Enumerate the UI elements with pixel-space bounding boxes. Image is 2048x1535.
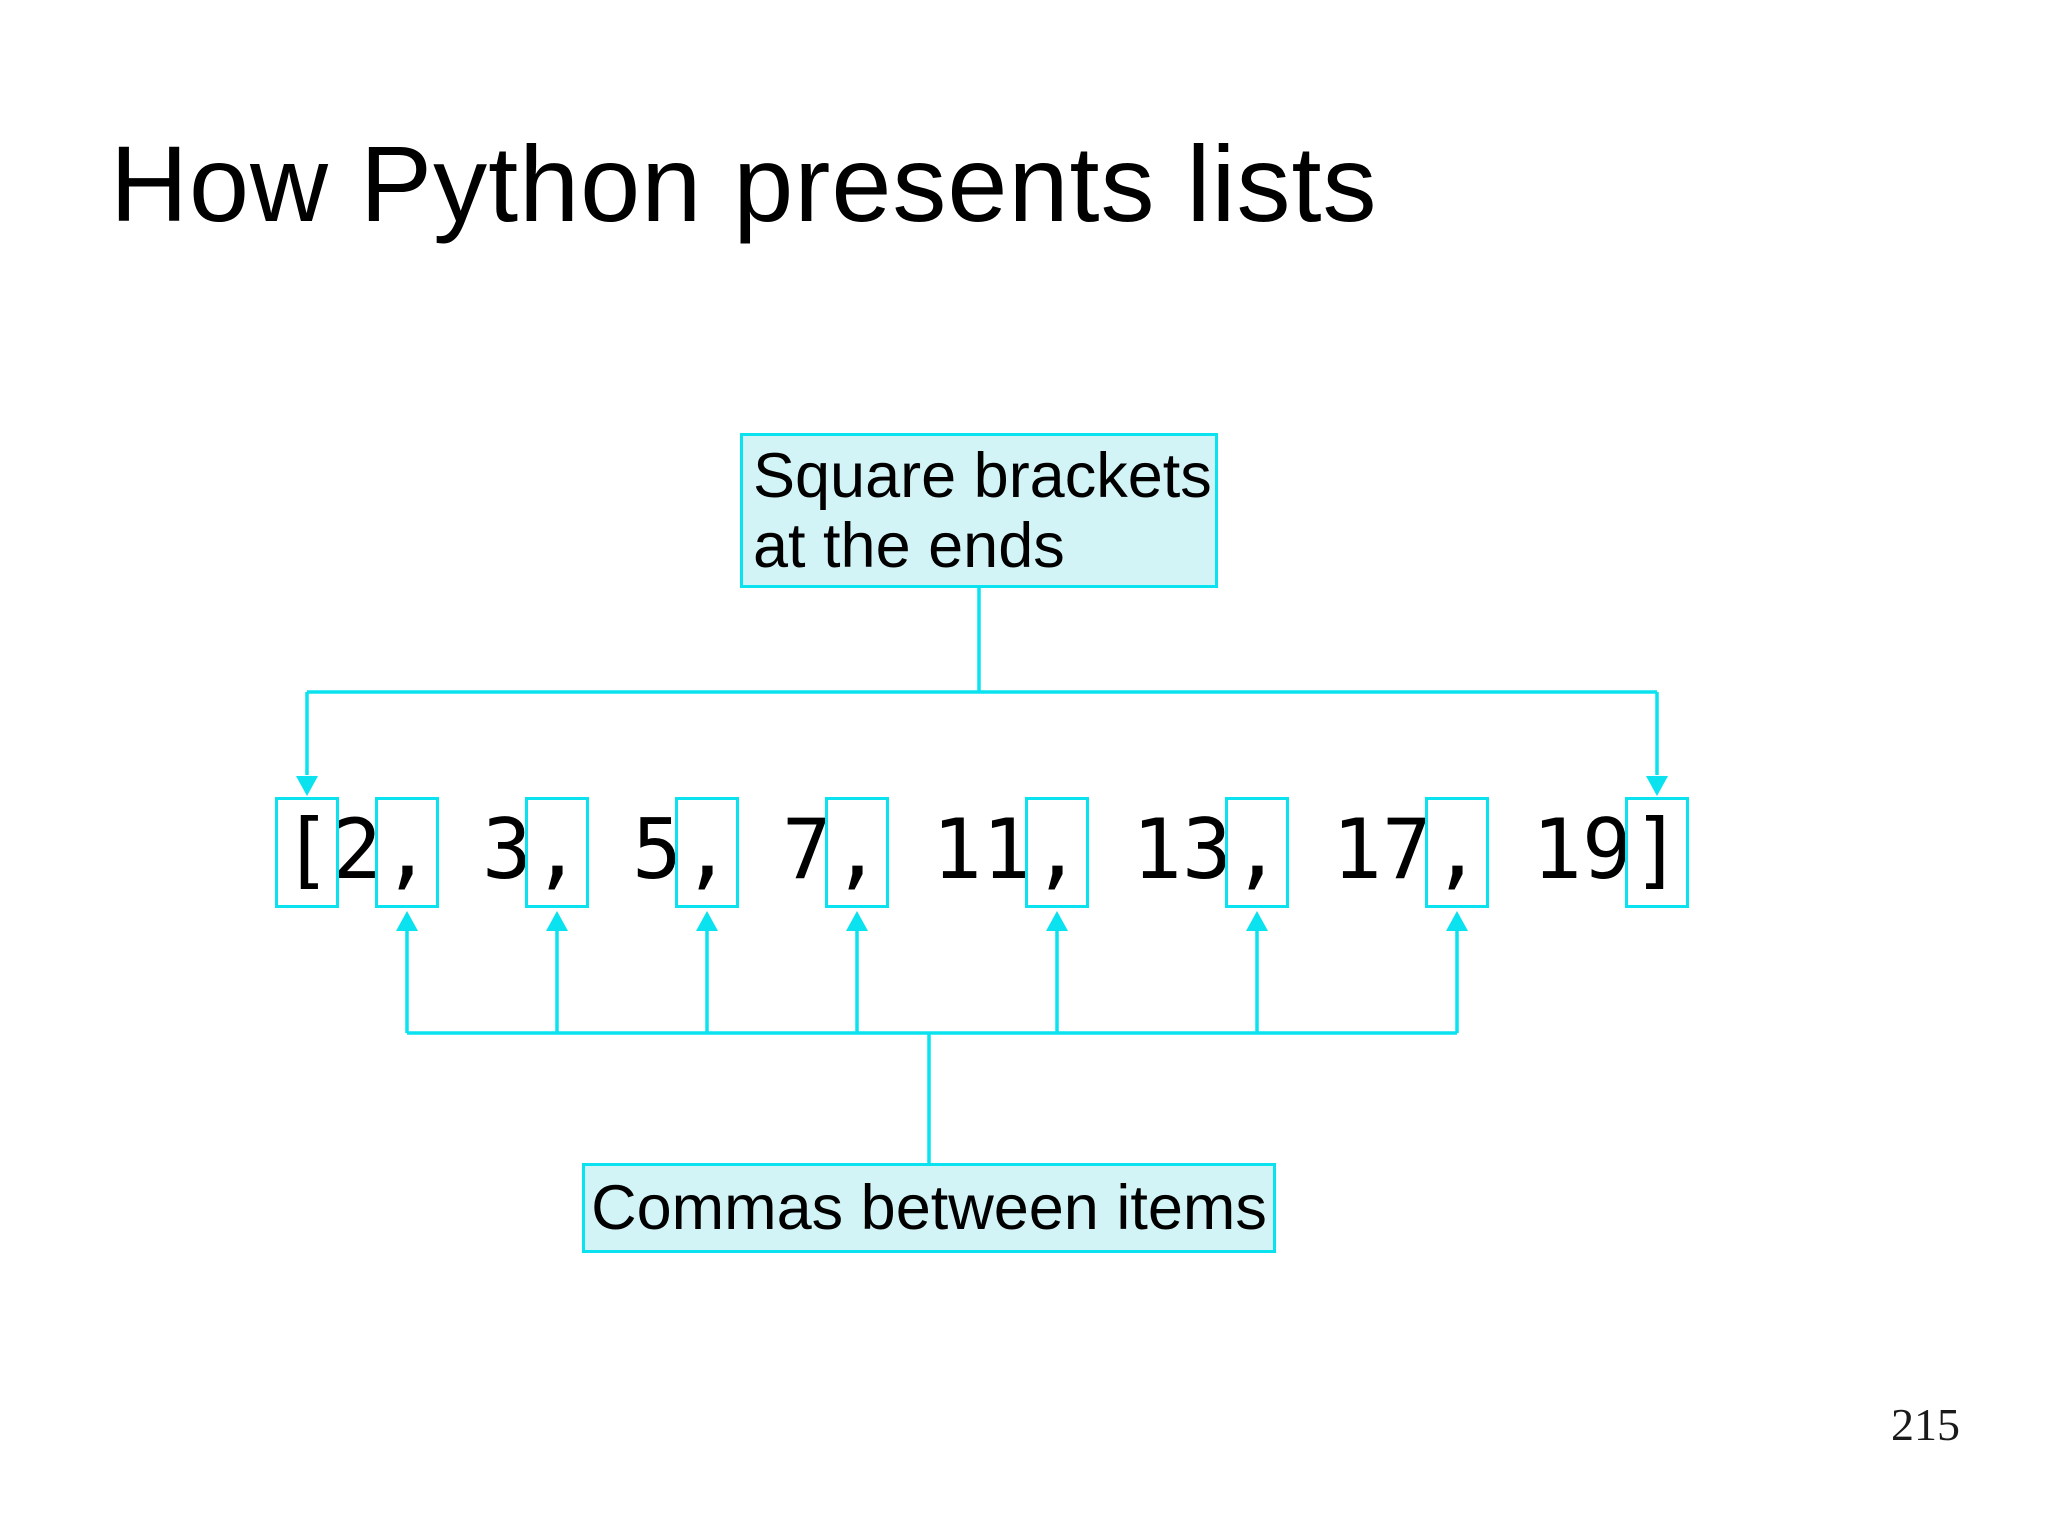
list-char: 5 bbox=[632, 801, 682, 898]
list-char: ] bbox=[1632, 801, 1682, 898]
list-char bbox=[582, 795, 632, 905]
arrowhead-down-icon bbox=[296, 776, 318, 796]
callout-square-brackets-label-line2: at the ends bbox=[753, 511, 1065, 581]
arrowhead-up-icon bbox=[846, 911, 868, 931]
arrowhead-up-icon bbox=[1046, 911, 1068, 931]
comma-highlight-box bbox=[825, 797, 889, 908]
arrowhead-up-icon bbox=[1246, 911, 1268, 931]
list-char: , bbox=[1432, 801, 1482, 898]
list-char bbox=[1082, 795, 1132, 905]
list-char: 7 bbox=[782, 801, 832, 898]
list-char: , bbox=[382, 801, 432, 898]
list-char: , bbox=[832, 801, 882, 898]
page-title: How Python presents lists bbox=[110, 123, 1378, 244]
comma-highlight-box bbox=[525, 797, 589, 908]
arrowhead-up-icon bbox=[546, 911, 568, 931]
list-char bbox=[1282, 795, 1332, 905]
list-char: , bbox=[1232, 801, 1282, 898]
comma-highlight-box bbox=[1425, 797, 1489, 908]
list-char: 1 bbox=[982, 801, 1032, 898]
arrowhead-up-icon bbox=[396, 911, 418, 931]
list-char bbox=[1482, 795, 1532, 905]
list-char: 9 bbox=[1582, 801, 1632, 898]
list-char: , bbox=[682, 801, 732, 898]
list-char bbox=[432, 795, 482, 905]
list-char: 1 bbox=[932, 801, 982, 898]
list-char: [ bbox=[282, 801, 332, 898]
callout-square-brackets-label-line1: Square brackets bbox=[753, 441, 1212, 511]
list-char: 2 bbox=[332, 801, 382, 898]
comma-highlight-box bbox=[1025, 797, 1089, 908]
list-char: 1 bbox=[1132, 801, 1182, 898]
list-char: , bbox=[532, 801, 582, 898]
comma-highlight-box bbox=[375, 797, 439, 908]
list-char: 3 bbox=[1182, 801, 1232, 898]
bracket-highlight-box bbox=[275, 797, 339, 908]
callout-commas: Commas between items bbox=[582, 1163, 1276, 1253]
bracket-highlight-box bbox=[1625, 797, 1689, 908]
list-char: 1 bbox=[1532, 801, 1582, 898]
arrowhead-down-icon bbox=[1646, 776, 1668, 796]
list-char: 3 bbox=[482, 801, 532, 898]
callout-commas-label: Commas between items bbox=[591, 1173, 1267, 1243]
page-number: 215 bbox=[1891, 1399, 1960, 1450]
arrowhead-up-icon bbox=[696, 911, 718, 931]
arrowhead-up-icon bbox=[1446, 911, 1468, 931]
list-char: 7 bbox=[1382, 801, 1432, 898]
list-char: , bbox=[1032, 801, 1082, 898]
list-char bbox=[882, 795, 932, 905]
comma-highlight-box bbox=[1225, 797, 1289, 908]
list-char: 1 bbox=[1332, 801, 1382, 898]
list-char bbox=[732, 795, 782, 905]
callout-square-brackets: Square brackets at the ends bbox=[740, 433, 1218, 588]
comma-highlight-box bbox=[675, 797, 739, 908]
